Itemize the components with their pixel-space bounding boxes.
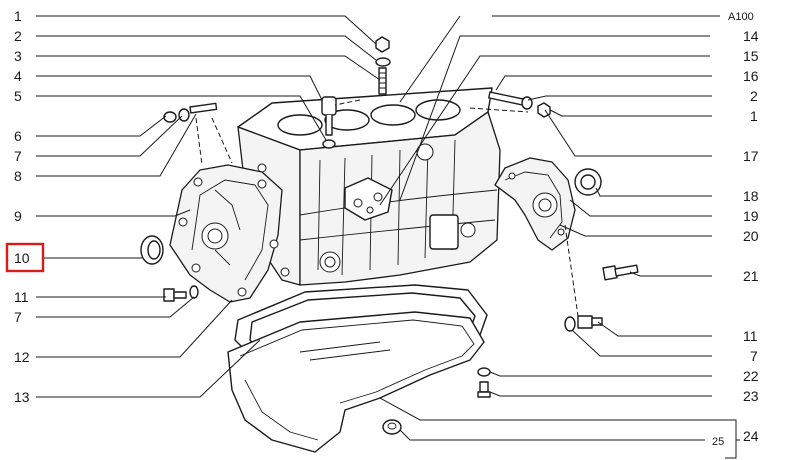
dashed-guides xyxy=(195,99,579,317)
label-left-4: 4 xyxy=(14,68,22,84)
label-left-2: 2 xyxy=(14,28,22,44)
front-oil-seal xyxy=(140,235,164,265)
label-left-13: 13 xyxy=(14,389,30,405)
timing-cover xyxy=(169,164,283,303)
label-left-3: 3 xyxy=(14,48,22,64)
bolt-21 xyxy=(602,264,639,281)
label-left-7a: 7 xyxy=(14,148,22,164)
oil-pump-housing xyxy=(344,177,393,221)
label-right-24: 24 xyxy=(743,428,759,444)
label-left-8: 8 xyxy=(14,168,22,184)
label-right-23: 23 xyxy=(743,388,759,404)
top-fasteners xyxy=(163,36,391,149)
highlight-box xyxy=(5,242,45,273)
label-right-11: 11 xyxy=(743,328,758,344)
label-right-19: 19 xyxy=(743,208,759,224)
left-bolt-washer xyxy=(163,285,199,302)
label-left-12: 12 xyxy=(14,349,30,365)
ref-code: A100 xyxy=(728,11,754,23)
label-right-2: 2 xyxy=(750,88,758,104)
label-left-7b: 7 xyxy=(14,309,22,325)
oil-pan xyxy=(227,311,491,453)
leader-lines xyxy=(36,15,740,459)
label-right-16: 16 xyxy=(743,68,759,84)
label-right-21: 21 xyxy=(743,268,759,284)
left-labels: 1 2 3 4 5 6 7 8 9 10 11 7 12 13 xyxy=(14,8,30,405)
label-left-11: 11 xyxy=(14,289,29,305)
label-left-9: 9 xyxy=(14,208,22,224)
label-right-25: 25 xyxy=(712,436,724,448)
right-labels: A100 14 15 16 2 1 17 18 19 20 21 11 7 22… xyxy=(712,11,759,448)
label-left-5: 5 xyxy=(14,88,22,104)
label-right-22: 22 xyxy=(743,368,759,384)
label-right-17: 17 xyxy=(743,148,759,164)
label-right-20: 20 xyxy=(743,228,759,244)
label-right-18: 18 xyxy=(743,188,759,204)
label-right-7: 7 xyxy=(750,348,758,364)
label-left-10: 10 xyxy=(14,250,30,266)
label-left-6: 6 xyxy=(14,128,22,144)
label-right-14: 14 xyxy=(743,28,759,44)
label-left-1: 1 xyxy=(14,8,22,24)
label-right-15: 15 xyxy=(743,48,759,64)
label-right-1: 1 xyxy=(750,108,758,124)
right-bolt-washer xyxy=(564,315,603,332)
